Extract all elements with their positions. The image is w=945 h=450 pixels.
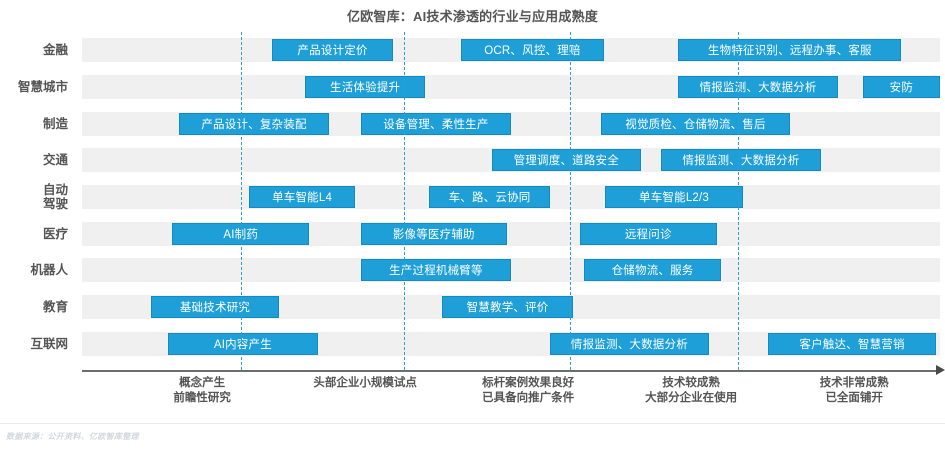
row-label-axis: 金融智慧城市制造交通自动 驾驶医疗机器人教育互联网: [0, 32, 78, 362]
application-bar[interactable]: 车、路、云协同: [429, 186, 550, 208]
application-bar[interactable]: OCR、风控、理赔: [461, 39, 604, 62]
application-bar[interactable]: 基础技术研究: [150, 296, 280, 318]
application-bar[interactable]: 单车智能L4: [249, 186, 355, 208]
application-bar[interactable]: AI内容产生: [167, 332, 318, 355]
row-label-7: 教育: [42, 300, 68, 314]
application-bar[interactable]: 情报监测、大数据分析: [678, 76, 838, 98]
stage-label-1: 头部企业小规模试点: [313, 377, 417, 389]
source-note: 数据来源：公开资料、亿欧智库整理: [6, 432, 139, 441]
application-bar[interactable]: 生产过程机械臂等: [360, 259, 511, 282]
application-bar[interactable]: 影像等医疗辅助: [360, 222, 507, 245]
application-bar[interactable]: 生活体验提升: [305, 76, 426, 98]
row-label-1: 智慧城市: [17, 80, 68, 94]
application-bar[interactable]: 视觉质检、仓储物流、售后: [601, 112, 790, 135]
application-bar[interactable]: 单车智能L2/3: [605, 186, 743, 208]
application-bar[interactable]: 客户触达、智慧营销: [768, 332, 936, 355]
row-label-6: 机器人: [30, 263, 68, 278]
stage-label-0: 概念产生 前瞻性研究: [173, 377, 231, 404]
application-bar[interactable]: 情报监测、大数据分析: [549, 332, 710, 355]
application-bar[interactable]: 情报监测、大数据分析: [661, 149, 821, 172]
stage-divider-3: [737, 32, 739, 370]
row-label-8: 互联网: [30, 336, 68, 351]
application-bar[interactable]: 生物特征识别、远程办事、客服: [678, 39, 902, 62]
row-label-3: 交通: [42, 153, 68, 168]
axis-arrow-icon: [936, 365, 945, 375]
page-title: 亿欧智库：AI技术渗透的行业与应用成熟度: [346, 9, 598, 24]
application-bar[interactable]: 远程问诊: [579, 222, 717, 245]
row-label-0: 金融: [42, 43, 68, 58]
application-bar[interactable]: AI制药: [172, 222, 310, 245]
footer-divider: [0, 423, 945, 424]
stage-label-2: 标杆案例效果良好 已具备向推广条件: [482, 377, 575, 404]
stage-divider-2: [570, 32, 572, 370]
row-label-2: 制造: [42, 116, 68, 131]
stage-label-3: 技术较成熟 大部分企业在使用: [645, 377, 738, 404]
stage-divider-0: [240, 32, 242, 370]
application-bar[interactable]: 管理调度、道路安全: [492, 149, 641, 172]
row-label-4: 自动 驾驶: [42, 183, 68, 211]
application-bar[interactable]: 产品设计、复杂装配: [178, 112, 330, 135]
application-bar[interactable]: 设备管理、柔性生产: [360, 112, 511, 135]
stage-divider-1: [403, 32, 405, 370]
stage-label-4: 技术非常成熟 已全面铺开: [819, 377, 889, 404]
application-bar[interactable]: 智慧教学、评价: [442, 296, 573, 318]
row-band: [82, 258, 940, 283]
application-bar[interactable]: 产品设计定价: [272, 39, 393, 62]
application-bar[interactable]: 仓储物流、服务: [583, 259, 722, 282]
maturity-axis-line: [82, 370, 940, 372]
row-label-5: 医疗: [42, 226, 68, 241]
application-bar[interactable]: 安防: [862, 76, 940, 98]
